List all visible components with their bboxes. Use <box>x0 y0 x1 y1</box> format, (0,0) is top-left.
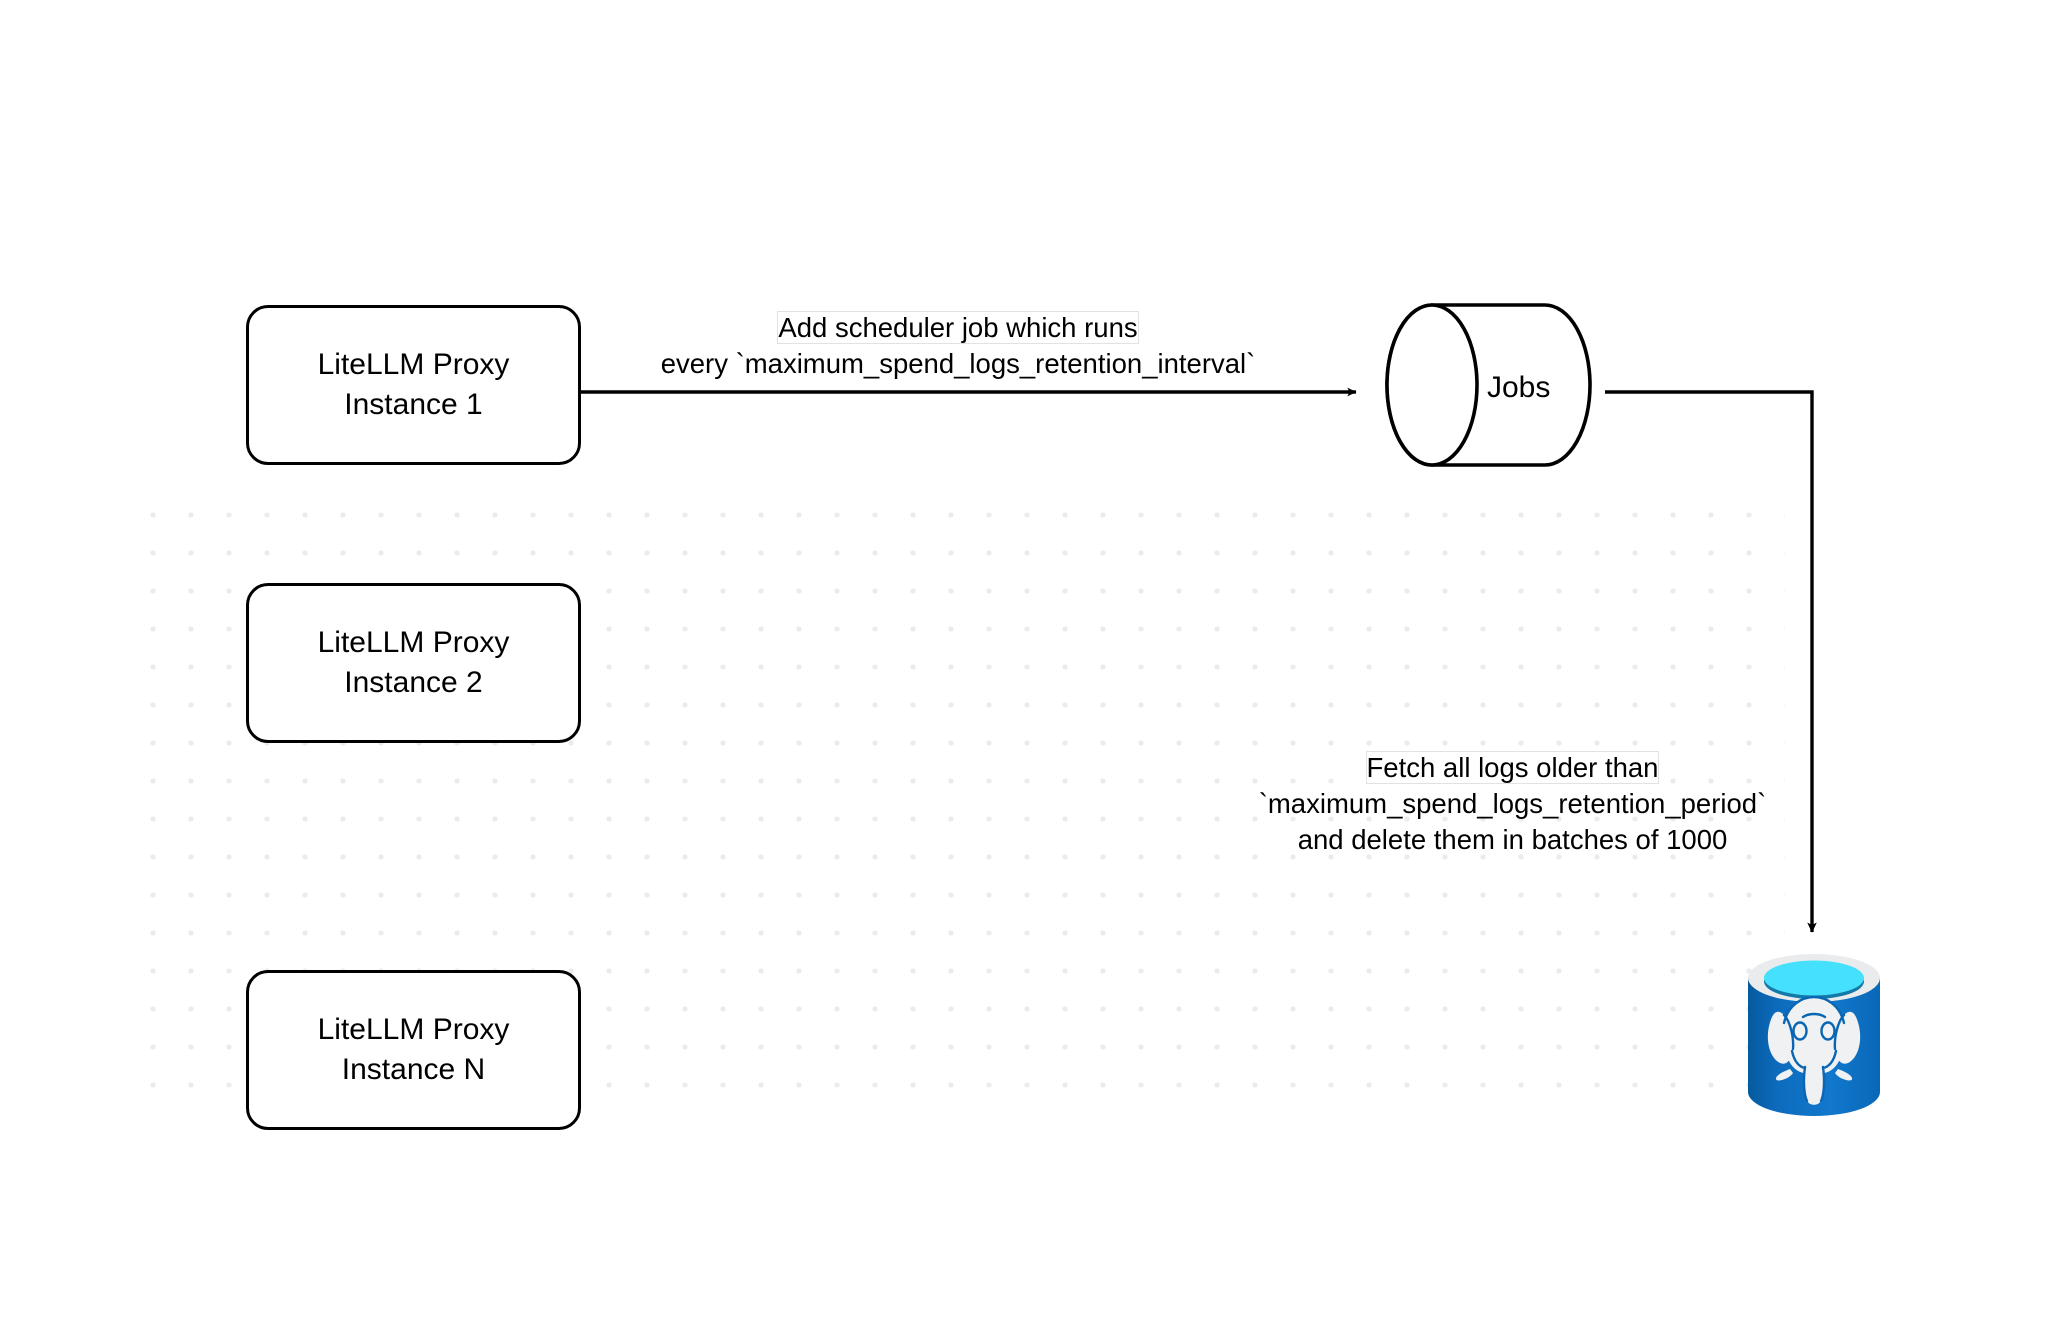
node-label-line2: Instance 1 <box>344 388 483 421</box>
connector-jobs-to-postgres <box>1605 390 1817 933</box>
edge-label-line2: every `maximum_spend_logs_retention_inte… <box>660 347 1256 379</box>
node-label-line1: LiteLLM Proxy <box>317 626 510 660</box>
node-label-line1: LiteLLM Proxy <box>317 348 510 382</box>
edge-label-line2: `maximum_spend_logs_retention_period` <box>1258 787 1767 819</box>
edge-label-line1: Add scheduler job which runs <box>778 312 1138 343</box>
postgresql-database-icon[interactable] <box>1744 952 1884 1118</box>
edge-label-line1: Fetch all logs older than <box>1366 752 1659 783</box>
edge-label-line3: and delete them in batches of 1000 <box>1297 823 1728 855</box>
edge-label-fetch-and-delete-logs: Fetch all logs older than `maximum_spend… <box>1225 750 1800 857</box>
node-label-line2: Instance N <box>341 1053 486 1086</box>
node-litellm-proxy-instance-n[interactable]: LiteLLM Proxy Instance N <box>246 970 581 1130</box>
node-litellm-proxy-instance-2[interactable]: LiteLLM Proxy Instance 2 <box>246 583 581 743</box>
node-litellm-proxy-instance-1[interactable]: LiteLLM Proxy Instance 1 <box>246 305 581 465</box>
jobs-node-label: Jobs <box>1487 371 1551 404</box>
edge-label-add-scheduler-job: Add scheduler job which runs every `maxi… <box>618 310 1298 382</box>
node-label-line1: LiteLLM Proxy <box>317 1013 510 1047</box>
node-label-line2: Instance 2 <box>344 666 483 699</box>
